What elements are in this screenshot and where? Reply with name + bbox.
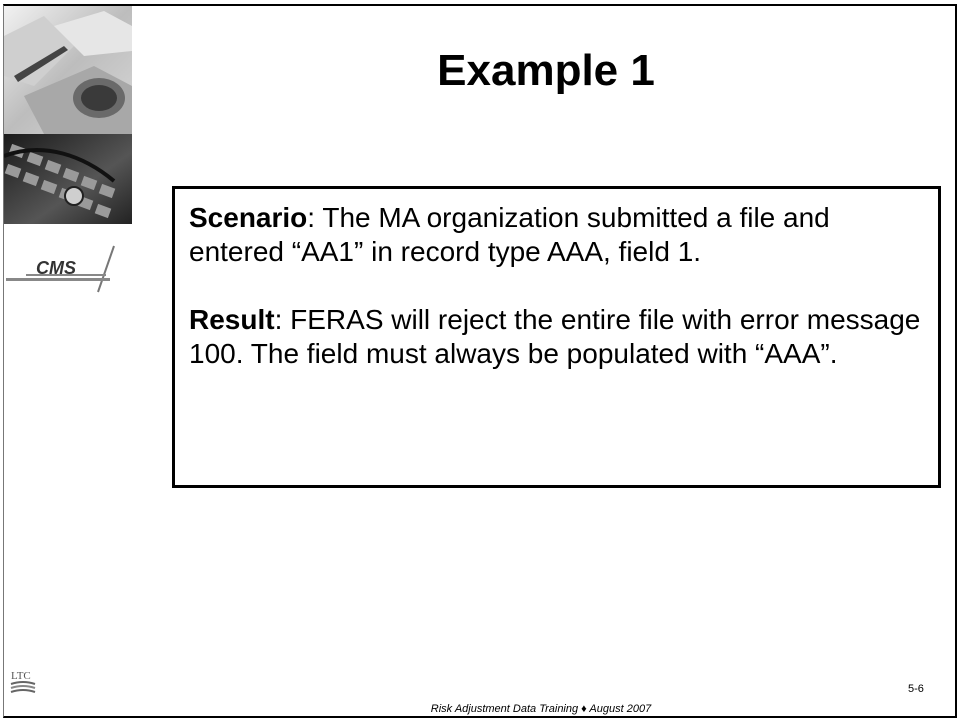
scenario-box: Scenario: The MA organization submitted … bbox=[172, 186, 941, 488]
footer-text: Risk Adjustment Data Training ♦ August 2… bbox=[430, 703, 652, 715]
cms-logo-text: CMS bbox=[36, 258, 76, 278]
slide: CMS Example 1 Scenario: The MA organizat… bbox=[3, 4, 957, 718]
scenario-paragraph: Scenario: The MA organization submitted … bbox=[189, 201, 924, 269]
scenario-text: : The MA organization submitted a file a… bbox=[189, 202, 830, 267]
sidebar-photo-collage bbox=[4, 6, 132, 224]
scenario-label: Scenario bbox=[189, 202, 308, 233]
result-text: : FERAS will reject the entire file with… bbox=[189, 304, 921, 369]
page-number: 5-6 bbox=[908, 683, 924, 695]
result-paragraph: Result: FERAS will reject the entire fil… bbox=[189, 303, 924, 371]
ltc-logo-text: LTC bbox=[11, 670, 31, 682]
cms-logo: CMS bbox=[6, 244, 126, 294]
result-label: Result bbox=[189, 304, 275, 335]
ltc-logo: LTC bbox=[10, 668, 36, 698]
medical-photos-image bbox=[4, 6, 132, 224]
slide-title: Example 1 bbox=[437, 46, 655, 95]
